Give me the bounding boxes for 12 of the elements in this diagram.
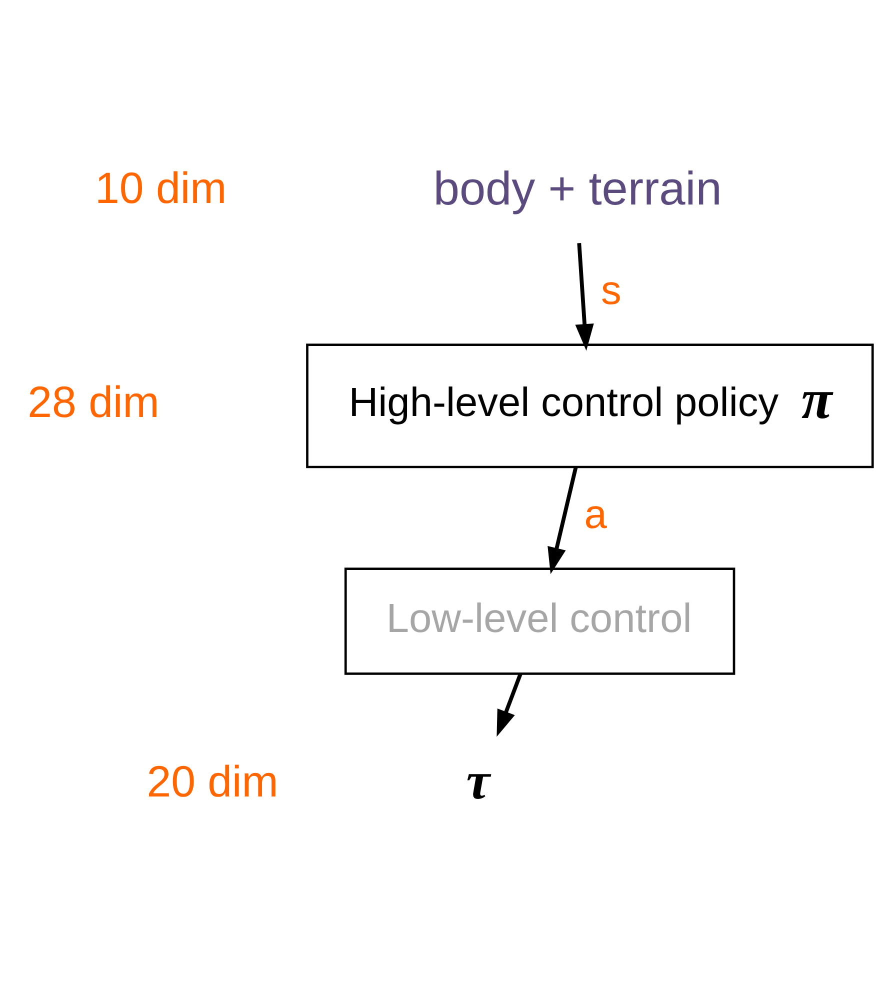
edge-label: a [584, 490, 607, 537]
node-box: Low-level control [344, 568, 736, 675]
node-text: τ [466, 752, 490, 811]
edge-label: s [601, 266, 622, 313]
node-text: body + terrain [433, 162, 722, 215]
arrow [575, 242, 594, 351]
label: 28 dim [28, 378, 160, 427]
arrow [548, 466, 578, 574]
node-box: High-level control policy π [306, 344, 874, 468]
label: 10 dim [95, 164, 227, 213]
label: 20 dim [146, 758, 278, 807]
arrow [496, 673, 522, 737]
